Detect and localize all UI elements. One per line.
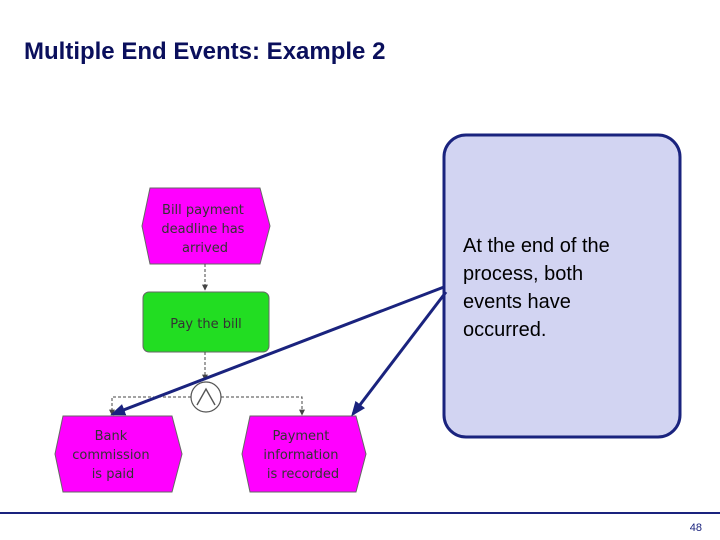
end-event-right-line-1: Payment [272, 429, 329, 444]
callout-box [442, 133, 682, 439]
svg-text:Bill payment deadline has: Bill payment deadline has arrived [161, 203, 248, 256]
slide-title: Multiple End Events: Example 2 [24, 38, 386, 65]
end-event-left-line-2: commission [72, 448, 149, 463]
end-event-left-line-3: is paid [92, 467, 135, 482]
end-event-right-line-2: information [263, 448, 338, 463]
callout-line-1: At the end of the [463, 235, 610, 257]
start-event-line-3: arrived [182, 241, 228, 256]
end-event-right-line-3: is recorded [267, 467, 339, 482]
branch-line-right [221, 396, 305, 416]
footer-divider [0, 512, 720, 514]
start-event-line-1: Bill payment [162, 203, 244, 218]
callout-line-3: events have [463, 291, 571, 313]
start-event-shape [141, 187, 271, 265]
end-event-left-line-1: Bank [95, 429, 128, 444]
page-number: 48 [689, 522, 702, 534]
svg-text:Bank commission is pai: Bank commission is paid [72, 429, 154, 482]
svg-text:At the end of the process,: At the end of the process, both events h… [463, 235, 615, 341]
function-line-1: Pay the bill [170, 317, 242, 332]
callout-arrow-to-left-event [110, 285, 445, 416]
and-connector [190, 381, 222, 413]
svg-text:Payment information is: Payment information is recorded [263, 429, 342, 482]
and-symbol-icon [196, 387, 216, 406]
callout-line-4: occurred. [463, 319, 546, 341]
end-event-left-shape [54, 415, 183, 493]
function-shape [142, 291, 270, 353]
start-event-line-2: deadline has [161, 222, 244, 237]
callout-arrow-to-right-event [351, 291, 448, 417]
callout-line-2: process, both [463, 263, 583, 285]
svg-text:Pay the bill: Pay the bill [170, 317, 242, 332]
